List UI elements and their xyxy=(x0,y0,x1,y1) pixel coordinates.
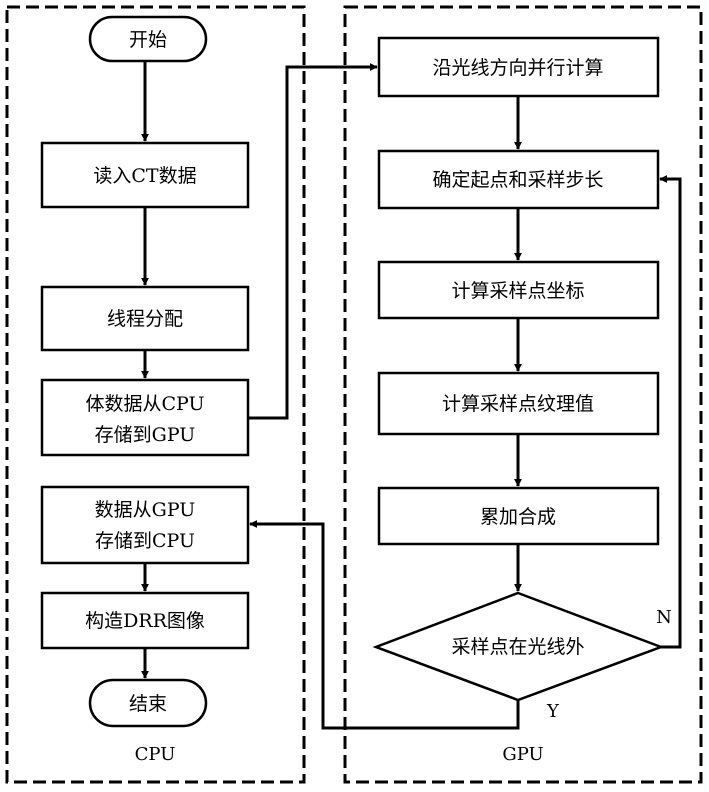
from-gpu-box xyxy=(40,485,250,565)
coords-box xyxy=(377,260,660,320)
coords-text: 计算采样点坐标 xyxy=(451,280,584,302)
start-terminal xyxy=(88,15,208,63)
accumulate-text: 累加合成 xyxy=(480,506,556,528)
to-gpu-box xyxy=(40,378,250,457)
build-drr-text: 构造DRR图像 xyxy=(85,610,205,632)
texture-text: 计算采样点纹理值 xyxy=(442,393,594,415)
end-text: 结束 xyxy=(129,693,167,715)
parallel-text: 沿光线方向并行计算 xyxy=(432,57,603,79)
to-gpu-text-line1: 体数据从CPU xyxy=(85,393,204,415)
read-ct-text: 读入CT数据 xyxy=(93,165,196,187)
thread-alloc-text: 线程分配 xyxy=(107,308,183,330)
cpu-label: CPU xyxy=(135,744,176,765)
start-text: 开始 xyxy=(129,29,167,51)
to-gpu-text-line2: 存储到GPU xyxy=(95,424,196,446)
start-step-text: 确定起点和采样步长 xyxy=(432,169,603,191)
cpu-region xyxy=(5,5,306,784)
read-ct-box xyxy=(40,141,250,209)
parallel-box xyxy=(377,36,660,98)
from-gpu-text-line1: 数据从GPU xyxy=(95,499,196,521)
accumulate-box xyxy=(377,486,660,546)
build-drr-box xyxy=(40,591,250,650)
start-step-box xyxy=(377,149,660,210)
from-gpu-text-line2: 存储到CPU xyxy=(95,530,195,552)
no-label: N xyxy=(656,607,672,628)
gpu-label: GPU xyxy=(502,744,543,765)
arrow-decision-yes-to-fromgpu xyxy=(249,520,520,730)
arrow-decision-no-loop xyxy=(659,175,682,649)
end-terminal xyxy=(88,678,208,728)
yes-label: Y xyxy=(546,701,560,722)
gpu-region xyxy=(343,5,703,784)
arrow-togpu-to-parallel xyxy=(248,63,378,420)
decision-text: 采样点在光线外 xyxy=(451,636,584,658)
